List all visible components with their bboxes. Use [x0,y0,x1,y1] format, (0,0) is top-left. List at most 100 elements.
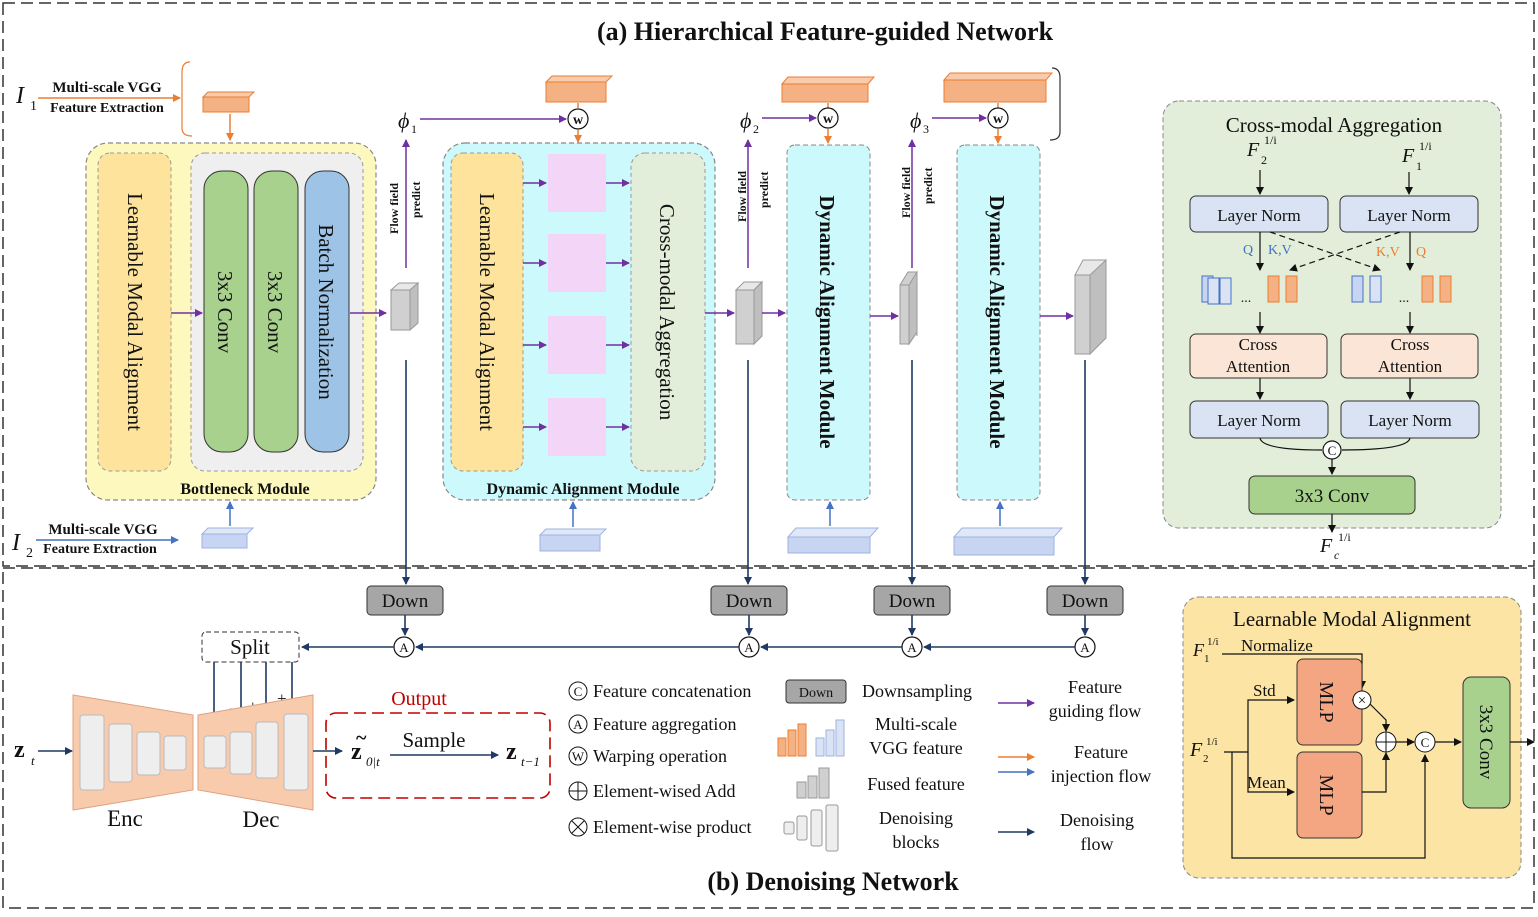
cma-concat: C [1328,443,1337,458]
svg-text:1: 1 [1204,653,1210,665]
svg-text:c: c [1334,548,1340,562]
bottleneck-lma-label: Learnable Modal Alignment [123,193,147,431]
svg-text:~: ~ [356,727,367,749]
legend-add: Element-wised Add [593,781,735,801]
bottleneck-module: Learnable Modal Alignment 3x3 Conv 3x3 C… [85,142,377,501]
dam-lma-label: Learnable Modal Alignment [475,193,499,431]
cma-input-right: F [1401,145,1415,167]
legend-inject-1: Feature [1074,742,1128,762]
input-i1: I [15,83,25,109]
conv-label-2: 3x3 Conv [263,271,287,354]
svg-text:1: 1 [411,122,417,136]
lma-panel: Learnable Modal Alignment F 1 1/i Normal… [1182,596,1535,879]
encoder: Enc [72,694,194,831]
z-t-minus-1: z [506,739,517,765]
lma-title: Learnable Modal Alignment [1233,607,1471,631]
warp-op-2: w [817,103,839,129]
svg-text:C: C [574,684,583,699]
cma-title: Cross-modal Aggregation [1226,113,1443,137]
flow-field-label-1: Flow field predict [387,182,423,234]
svg-text:1/i: 1/i [1264,133,1277,147]
down-box-3: Down [873,585,951,616]
conv-label-1: 3x3 Conv [213,271,237,354]
legend-vgg-1: Multi-scale [875,714,957,734]
legend-down: Downsampling [862,681,972,701]
vgg-brace-left [181,61,193,137]
dam-cma-label: Cross-modal Aggregation [655,204,679,421]
section-a-frame [2,2,1535,567]
section-b-title: (b) Denoising Network [707,867,959,896]
svg-text:predict: predict [409,182,423,218]
legend-prod: Element-wise product [593,817,751,837]
agg-node-1: A [393,636,415,658]
dynamic-alignment-module-3: Dynamic Alignment Module [956,144,1041,501]
z-t: z [14,737,25,763]
svg-text:A: A [1080,640,1090,655]
legend-guiding-1: Feature [1068,677,1122,697]
svg-text:...: ... [1399,291,1410,306]
output-box: Output ~ z 0|t Sample z t−1 [325,686,551,799]
svg-text:Dynamic Alignment Module: Dynamic Alignment Module [985,195,1009,448]
warp-op-1: w [567,108,589,130]
svg-text:0|t: 0|t [366,754,380,769]
cma-cross-attn-2a: Cross [1391,335,1430,354]
lma-mlp-2: MLP [1315,774,1337,815]
fused-feature-2 [734,280,764,346]
svg-text:t−1: t−1 [521,754,540,769]
flow-field-label-2: Flow field predict [735,171,771,222]
lma-mean: Mean [1247,773,1286,792]
legend-warp: Warping operation [593,746,727,766]
legend-dflow-2: flow [1081,834,1114,854]
svg-text:Flow field: Flow field [735,171,749,222]
dynamic-alignment-module-2: Dynamic Alignment Module [786,144,871,501]
lma-concat: C [1421,735,1430,750]
cross-modal-aggregation-panel: Cross-modal Aggregation F 2 1/i F 1 1/i … [1162,100,1502,562]
cma-layernorm-3: Layer Norm [1217,411,1301,430]
cma-output: F [1319,535,1333,557]
svg-text:t: t [31,753,35,768]
plus-4: + [277,689,287,708]
input-i2: I [11,530,21,556]
cma-layernorm-1: Layer Norm [1217,206,1301,225]
warp-op-3: w [987,103,1009,129]
cma-cross-attn-1a: Cross [1239,335,1278,354]
vgg-feature-blue-4 [952,527,1064,556]
cma-layernorm-2: Layer Norm [1367,206,1451,225]
svg-text:predict: predict [757,172,771,208]
down-box-4: Down [1046,585,1124,616]
lma-normalize: Normalize [1241,636,1313,655]
svg-text:Q: Q [1416,245,1426,260]
decoder: Dec [197,694,314,832]
lma-mlp-1: MLP [1315,681,1337,722]
legend-concat: Feature concatenation [593,681,751,701]
cma-layernorm-4: Layer Norm [1368,411,1452,430]
svg-text:A: A [907,640,917,655]
agg-node-2: A [738,636,760,658]
input-i1-sub: 1 [30,99,37,114]
svg-text:2: 2 [1261,153,1267,167]
svg-text:1/i: 1/i [1207,636,1219,648]
vgg-feature-orange-3 [780,76,876,103]
legend-guiding-2: guiding flow [1049,701,1142,721]
svg-text:w: w [823,112,834,127]
fused-feature-3 [899,270,918,346]
split-box: Split [201,631,300,663]
input-i2-sub: 2 [26,546,33,561]
svg-text:A: A [573,717,583,732]
dynamic-alignment-module-expanded: Learnable Modal Alignment Cross-modal Ag… [442,142,716,501]
sample-label: Sample [403,728,466,752]
agg-node-4: A [1074,636,1096,658]
cma-cross-attn-1b: Attention [1226,357,1291,376]
encoder-label: Enc [107,806,143,831]
vgg-label-2a: Multi-scale VGG [48,522,158,538]
bottleneck-module-label: Bottleneck Module [180,481,309,498]
batchnorm-label: Batch Normalization [314,224,338,400]
vgg-feature-orange-2 [544,75,614,103]
legend: C Feature concatenation A Feature aggreg… [568,677,1151,854]
legend-denoise-2: blocks [893,832,940,852]
lma-conv: 3x3 Conv [1475,705,1496,780]
fused-feature-1 [389,281,420,332]
dam-module-label: Dynamic Alignment Module [487,481,680,498]
svg-text:Q: Q [1243,243,1253,258]
legend-denoise-1: Denoising [879,808,953,828]
